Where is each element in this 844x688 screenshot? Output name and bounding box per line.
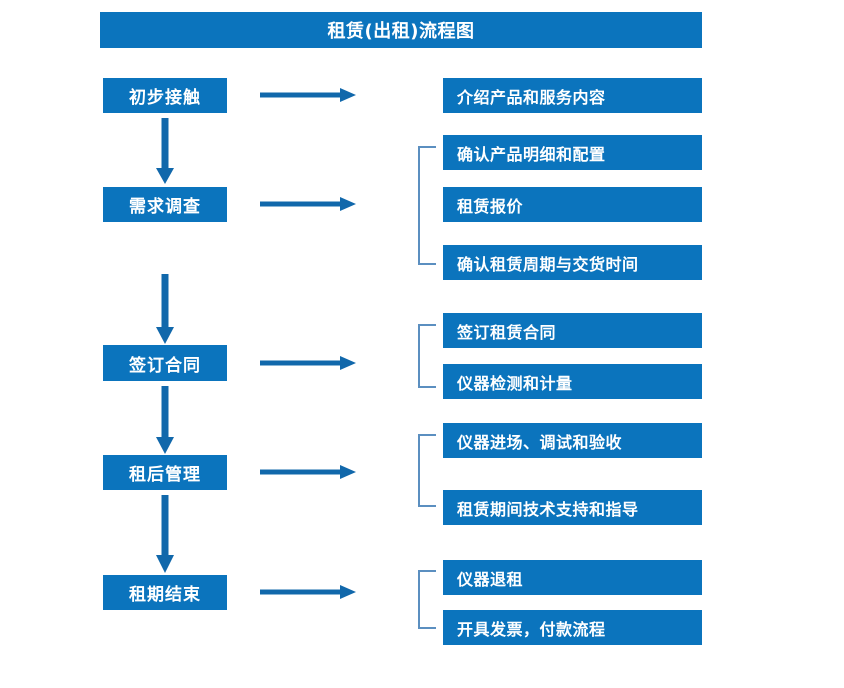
stage-box-1[interactable]: 初步接触 <box>103 78 227 113</box>
detail-box-8[interactable]: 租赁期间技术支持和指导 <box>443 490 702 525</box>
stage-box-3[interactable]: 签订合同 <box>103 345 227 381</box>
detail-box-1[interactable]: 介绍产品和服务内容 <box>443 78 702 113</box>
detail-box-5[interactable]: 签订租赁合同 <box>443 313 702 348</box>
detail-box-9[interactable]: 仪器退租 <box>443 560 702 595</box>
vertical-arrow-1-to-2 <box>156 118 174 184</box>
horizontal-arrow-2 <box>260 197 356 211</box>
vertical-arrow-4-to-5 <box>156 495 174 573</box>
page-title: 租赁(出租)流程图 <box>100 12 702 48</box>
detail-box-6[interactable]: 仪器检测和计量 <box>443 364 702 399</box>
vertical-arrow-2-to-3 <box>156 274 174 344</box>
stage-box-5[interactable]: 租期结束 <box>103 575 227 610</box>
detail-box-4[interactable]: 确认租赁周期与交货时间 <box>443 245 702 280</box>
detail-box-2[interactable]: 确认产品明细和配置 <box>443 135 702 170</box>
bracket-group-2 <box>418 146 436 265</box>
bracket-group-4 <box>418 434 436 507</box>
vertical-arrow-3-to-4 <box>156 386 174 454</box>
horizontal-arrow-1 <box>260 88 356 102</box>
bracket-group-3 <box>418 324 436 388</box>
detail-box-3[interactable]: 租赁报价 <box>443 187 702 222</box>
detail-box-7[interactable]: 仪器进场、调试和验收 <box>443 423 702 458</box>
horizontal-arrow-4 <box>260 465 356 479</box>
stage-box-2[interactable]: 需求调查 <box>103 187 227 222</box>
bracket-group-5 <box>418 570 436 629</box>
horizontal-arrow-3 <box>260 356 356 370</box>
stage-box-4[interactable]: 租后管理 <box>103 455 227 490</box>
horizontal-arrow-5 <box>260 585 356 599</box>
detail-box-10[interactable]: 开具发票，付款流程 <box>443 610 702 645</box>
